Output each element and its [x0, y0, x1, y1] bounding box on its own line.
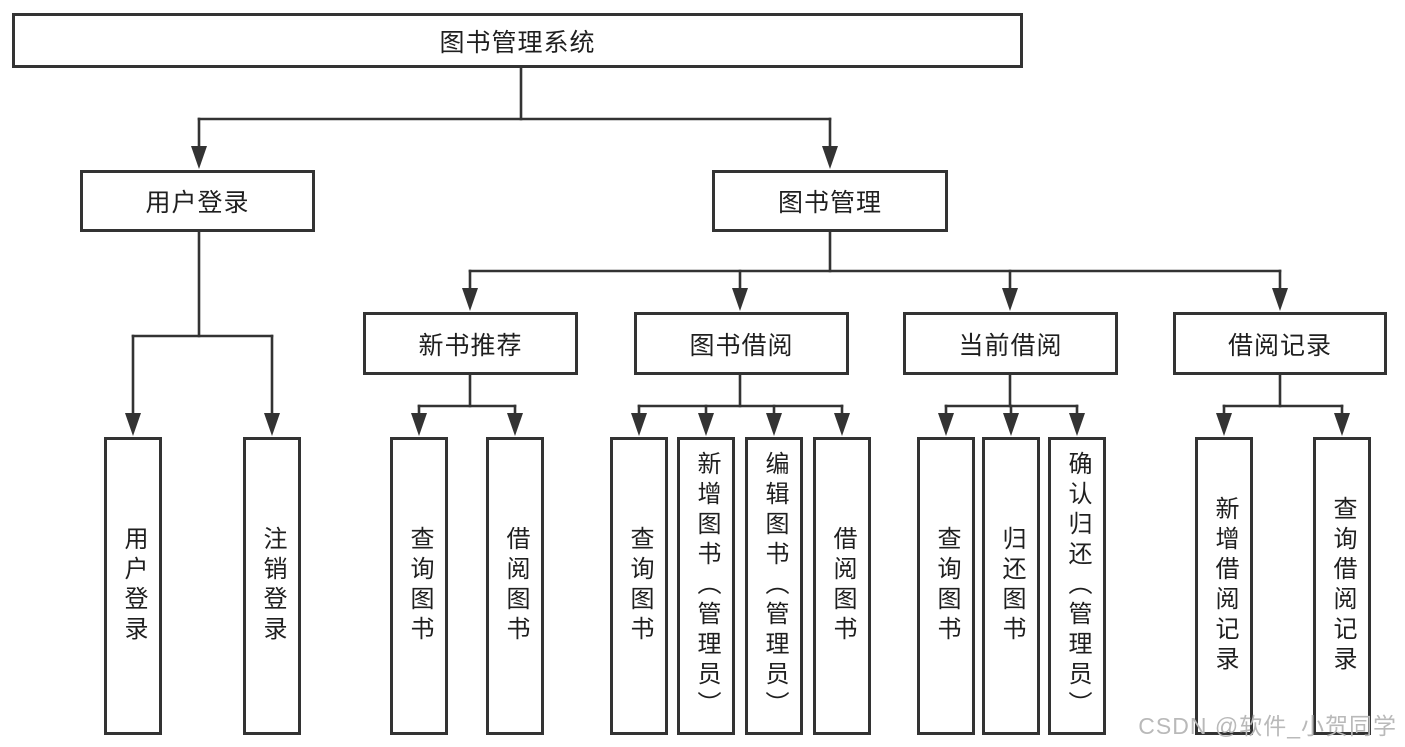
leaf-borrow-borrow-books-label: 借阅图书	[829, 526, 856, 646]
node-new-book-recommend: 新书推荐	[363, 312, 578, 375]
leaf-records-query-record: 查询借阅记录	[1313, 437, 1371, 735]
leaf-logout-label: 注销登录	[259, 526, 286, 646]
leaf-records-query-record-label: 查询借阅记录	[1329, 496, 1356, 676]
leaf-user-login-label: 用户登录	[120, 526, 147, 646]
leaf-records-add-record: 新增借阅记录	[1195, 437, 1253, 735]
leaf-borrow-query-books: 查询图书	[610, 437, 668, 735]
leaf-borrow-query-books-label: 查询图书	[626, 526, 653, 646]
connector-book-management	[462, 230, 1288, 311]
csdn-watermark: CSDN @软件_小贺同学	[1138, 713, 1397, 739]
leaf-current-return-books: 归还图书	[982, 437, 1040, 735]
leaf-borrow-borrow-books: 借阅图书	[813, 437, 871, 735]
leaf-borrow-edit-books-admin: 编辑图书（管理员）	[745, 437, 803, 735]
leaf-logout: 注销登录	[243, 437, 301, 735]
leaf-current-return-books-label: 归还图书	[998, 526, 1025, 646]
node-book-borrow-label: 图书借阅	[689, 331, 794, 360]
leaf-recommend-query-books-label: 查询图书	[406, 526, 433, 646]
leaf-current-query-books: 查询图书	[917, 437, 975, 735]
node-user-login-label: 用户登录	[145, 189, 250, 217]
node-root-system: 图书管理系统	[12, 13, 1023, 68]
node-borrow-records: 借阅记录	[1173, 312, 1387, 375]
node-root-label: 图书管理系统	[439, 28, 596, 57]
node-book-borrow: 图书借阅	[634, 312, 849, 375]
leaf-records-add-record-label: 新增借阅记录	[1211, 496, 1238, 676]
node-new-book-recommend-label: 新书推荐	[418, 331, 523, 360]
connector-user-login	[125, 230, 280, 436]
node-borrow-records-label: 借阅记录	[1227, 331, 1332, 360]
leaf-recommend-borrow-books-label: 借阅图书	[502, 526, 529, 646]
node-current-borrow-label: 当前借阅	[958, 331, 1063, 360]
leaf-borrow-add-books-admin: 新增图书（管理员）	[677, 437, 735, 735]
leaf-borrow-edit-books-admin-label: 编辑图书（管理员）	[761, 451, 788, 721]
leaf-recommend-query-books: 查询图书	[390, 437, 448, 735]
leaf-user-login: 用户登录	[104, 437, 162, 735]
connector-book-borrow	[631, 373, 850, 436]
connector-borrow-records	[1216, 373, 1350, 436]
leaf-borrow-add-books-admin-label: 新增图书（管理员）	[693, 451, 720, 721]
node-book-management: 图书管理	[712, 170, 948, 232]
connector-new-book-recommend	[411, 373, 523, 436]
connector-root	[191, 64, 838, 169]
node-current-borrow: 当前借阅	[903, 312, 1118, 375]
leaf-current-confirm-return-admin: 确认归还（管理员）	[1048, 437, 1106, 735]
node-book-management-label: 图书管理	[777, 189, 882, 217]
leaf-recommend-borrow-books: 借阅图书	[486, 437, 544, 735]
connector-current-borrow	[938, 373, 1085, 436]
node-user-login: 用户登录	[80, 170, 315, 232]
leaf-current-query-books-label: 查询图书	[933, 526, 960, 646]
leaf-current-confirm-return-admin-label: 确认归还（管理员）	[1064, 451, 1091, 721]
